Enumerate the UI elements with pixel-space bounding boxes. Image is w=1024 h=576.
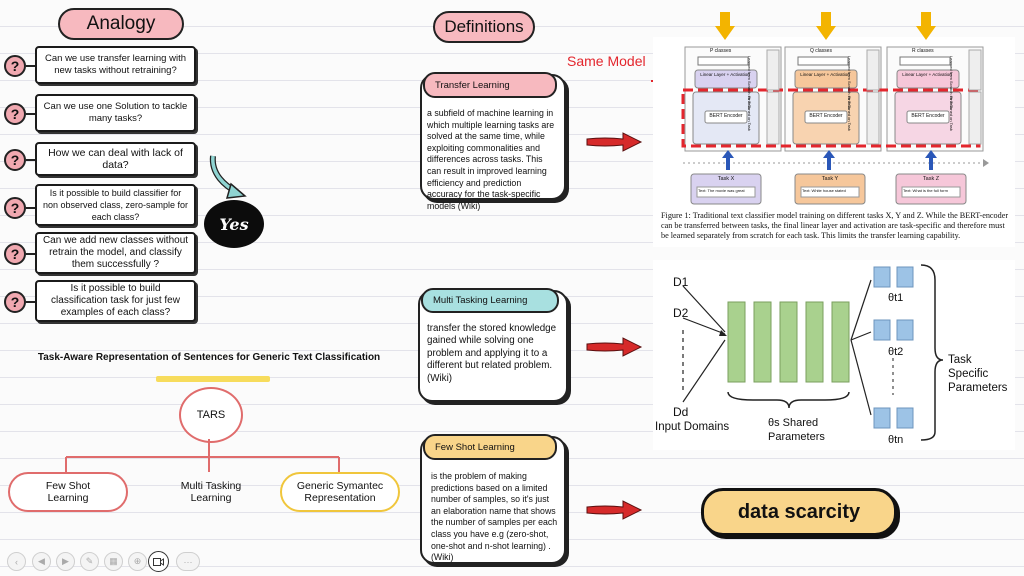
task-label: Task X bbox=[717, 176, 735, 182]
card-header: Few Shot Learning bbox=[423, 434, 557, 460]
figure1-diagram bbox=[681, 12, 989, 205]
input-label-d1: D1 bbox=[673, 275, 689, 289]
connector bbox=[26, 159, 35, 161]
card-header: Multi Tasking Learning bbox=[421, 288, 559, 313]
question-text: Can we add new classes without retrain t… bbox=[42, 235, 189, 270]
question-box: Can we add new classes without retrain t… bbox=[35, 232, 196, 274]
connector bbox=[26, 113, 35, 115]
question-box: Can we use transfer learning with new ta… bbox=[35, 46, 196, 84]
question-icon: ? bbox=[4, 149, 26, 171]
red-arrow-icon bbox=[586, 500, 643, 520]
task-text: Text: What is the full form bbox=[903, 188, 948, 193]
card-text: a subfield of machine learning in which … bbox=[427, 108, 555, 211]
question-text: Can we use transfer learning with new ta… bbox=[45, 53, 186, 76]
card-text: transfer the stored knowledge gained whi… bbox=[427, 323, 557, 384]
connector bbox=[26, 301, 35, 303]
question-icon: ? bbox=[4, 55, 26, 77]
task-label: Task Y bbox=[821, 176, 839, 182]
question-text: How we can deal with lack of data? bbox=[48, 147, 183, 171]
theta-tn-label: θtn bbox=[888, 434, 904, 446]
side-label: Fine Tuned on Task bbox=[949, 96, 954, 131]
question-box: Is it possible to build classifier for n… bbox=[35, 184, 196, 226]
task-text: Text: White house stated bbox=[802, 188, 846, 193]
question-text: Can we use one Solution to tackle many t… bbox=[43, 101, 188, 124]
camera-icon bbox=[153, 557, 164, 566]
next-button[interactable]: ▶ bbox=[56, 552, 75, 571]
question-icon: ? bbox=[4, 197, 26, 219]
input-domains-label: Input Domains bbox=[655, 421, 730, 433]
side-label: Learned from Scratch on Task bbox=[747, 56, 752, 110]
red-arrow-icon bbox=[586, 337, 643, 357]
bert-encoder-label: BERT Encoder bbox=[911, 113, 945, 119]
linear-layer-label: Linear Layer + Activation bbox=[800, 72, 850, 77]
tree-connectors bbox=[65, 439, 340, 472]
tars-root-label: TARS bbox=[196, 409, 226, 421]
input-label-dd: Dd bbox=[673, 405, 689, 419]
task-label: Task Z bbox=[922, 176, 940, 182]
yes-badge: Yes bbox=[204, 200, 264, 248]
definitions-title: Definitions bbox=[433, 11, 535, 43]
question-icon: ? bbox=[4, 103, 26, 125]
same-model-label: Same Model bbox=[567, 53, 646, 69]
previous-button[interactable]: ◀ bbox=[32, 552, 51, 571]
tars-child-label: Generic Symantec Representation bbox=[296, 480, 384, 504]
bert-encoder-label: BERT Encoder bbox=[709, 113, 743, 119]
yes-text: Yes bbox=[219, 214, 249, 234]
shared-params-label: θs Shared Parameters bbox=[768, 417, 825, 443]
data-scarcity-badge: data scarcity bbox=[701, 488, 897, 536]
class-label: R classes bbox=[912, 48, 934, 54]
tars-child-few-shot: Few Shot Learning bbox=[8, 472, 128, 512]
mtl-diagram bbox=[682, 264, 944, 441]
question-icon: ? bbox=[4, 243, 26, 265]
more-options-button[interactable]: ··· bbox=[176, 552, 200, 571]
highlight-bar bbox=[156, 376, 270, 382]
class-label: P classes bbox=[710, 48, 732, 54]
tars-child-label: Few Shot Learning bbox=[45, 480, 91, 504]
theta-t2-label: θt2 bbox=[888, 346, 904, 358]
input-label-d2: D2 bbox=[673, 306, 689, 320]
connector bbox=[26, 207, 35, 209]
question-text: Is it possible to build classification t… bbox=[51, 283, 180, 318]
definitions-title-text: Definitions bbox=[444, 17, 524, 36]
linear-layer-label: Linear Layer + Activation bbox=[700, 72, 750, 77]
zoom-icon[interactable]: ⊕ bbox=[128, 552, 147, 571]
side-label: Fine Tuned on Task bbox=[747, 96, 752, 131]
tars-heading: Task-Aware Representation of Sentences f… bbox=[37, 352, 381, 363]
theta-t1-label: θt1 bbox=[888, 292, 904, 304]
camera-button[interactable] bbox=[148, 551, 169, 572]
task-specific-label: Task Specific Parameters bbox=[948, 354, 1008, 394]
yellow-arrow-icon bbox=[715, 12, 936, 40]
grid-icon[interactable]: ▦ bbox=[104, 552, 123, 571]
curved-arrow-icon bbox=[209, 155, 247, 199]
red-arrow-icon bbox=[586, 132, 643, 152]
question-text: Is it possible to build classifier for n… bbox=[42, 188, 189, 222]
tars-child-generic: Generic Symantec Representation bbox=[280, 472, 400, 512]
question-box: Can we use one Solution to tackle many t… bbox=[35, 94, 196, 132]
question-box: How we can deal with lack of data? bbox=[35, 142, 196, 176]
data-scarcity-text: data scarcity bbox=[737, 500, 861, 523]
card-title: Transfer Learning bbox=[435, 79, 510, 91]
question-icon: ? bbox=[4, 291, 26, 313]
tars-child-multi-tasking: Multi Tasking Learning bbox=[160, 472, 262, 512]
class-label: Q classes bbox=[810, 48, 832, 54]
card-text: is the problem of making predictions bas… bbox=[431, 471, 558, 563]
task-text: Text: The movie was great bbox=[698, 188, 745, 193]
card-header: Transfer Learning bbox=[423, 72, 557, 98]
card-title: Multi Tasking Learning bbox=[433, 295, 528, 306]
question-box: Is it possible to build classification t… bbox=[35, 280, 196, 322]
figure1-caption: Figure 1: Traditional text classifier mo… bbox=[661, 211, 1009, 241]
analogy-title: Analogy bbox=[58, 8, 184, 40]
bert-encoder-label: BERT Encoder bbox=[809, 113, 843, 119]
side-label: Fine Tuned on Task bbox=[847, 96, 852, 131]
pen-icon[interactable]: ✎ bbox=[80, 552, 99, 571]
connector bbox=[26, 253, 35, 255]
tars-root: TARS bbox=[179, 387, 243, 443]
analogy-title-text: Analogy bbox=[86, 13, 156, 34]
connector bbox=[26, 65, 35, 67]
tars-child-label: Multi Tasking Learning bbox=[180, 480, 242, 504]
linear-layer-label: Linear Layer + Activation bbox=[902, 72, 952, 77]
prev-slide-button[interactable]: ‹ bbox=[7, 552, 26, 571]
card-title: Few Shot Learning bbox=[435, 441, 515, 453]
